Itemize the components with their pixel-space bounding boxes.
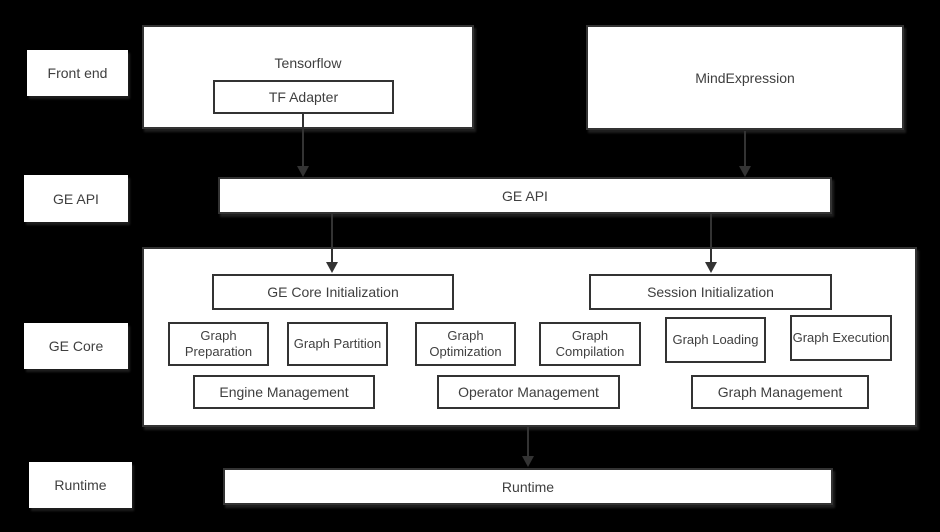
node-graph-preparation: Graph Preparation bbox=[168, 322, 269, 366]
arrow-ge-core-to-runtime bbox=[522, 427, 534, 467]
arrow-stem bbox=[744, 131, 746, 168]
node-graph-optimization: Graph Optimization bbox=[415, 322, 516, 366]
arrow-head-icon bbox=[522, 456, 534, 467]
node-graph-management: Graph Management bbox=[691, 375, 869, 409]
arrow-stem bbox=[331, 214, 333, 264]
node-tensorflow: Tensorflow TF Adapter bbox=[142, 25, 474, 129]
node-session-initialization: Session Initialization bbox=[589, 274, 832, 310]
tensorflow-label: Tensorflow bbox=[274, 55, 342, 71]
row-label-ge-api: GE API bbox=[24, 175, 128, 222]
node-ge-core-initialization: GE Core Initialization bbox=[212, 274, 454, 310]
node-mindexpression: MindExpression bbox=[586, 25, 904, 130]
node-engine-management: Engine Management bbox=[193, 375, 375, 409]
node-graph-loading: Graph Loading bbox=[665, 317, 766, 363]
arrow-stem bbox=[527, 427, 529, 458]
arrow-stem bbox=[710, 214, 712, 264]
node-operator-management: Operator Management bbox=[437, 375, 620, 409]
node-ge-core-container: GE Core Initialization Session Initializ… bbox=[142, 247, 917, 427]
node-tf-adapter: TF Adapter bbox=[213, 80, 394, 114]
arrow-head-icon bbox=[297, 166, 309, 177]
row-label-front-end: Front end bbox=[27, 50, 128, 96]
arrow-head-icon bbox=[705, 262, 717, 273]
row-label-ge-core: GE Core bbox=[24, 323, 128, 369]
arrow-ge-api-to-session-init bbox=[705, 214, 717, 273]
arrow-mindexpression-to-ge-api bbox=[739, 131, 751, 177]
node-graph-execution: Graph Execution bbox=[790, 315, 892, 361]
arrow-head-icon bbox=[739, 166, 751, 177]
arrow-stem bbox=[302, 114, 304, 168]
node-ge-api: GE API bbox=[218, 177, 832, 214]
arrow-ge-api-to-ge-core-init bbox=[326, 214, 338, 273]
node-graph-compilation: Graph Compilation bbox=[539, 322, 641, 366]
node-graph-partition: Graph Partition bbox=[287, 322, 388, 366]
node-runtime: Runtime bbox=[223, 468, 833, 505]
row-label-runtime: Runtime bbox=[29, 462, 132, 508]
arrow-tf-adapter-to-ge-api bbox=[297, 114, 309, 177]
arrow-head-icon bbox=[326, 262, 338, 273]
